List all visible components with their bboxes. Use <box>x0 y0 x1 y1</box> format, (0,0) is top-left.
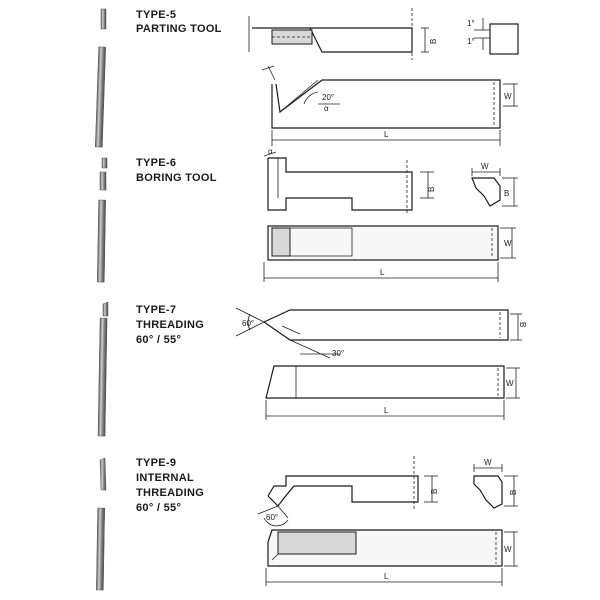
type9-end-dim-B: B <box>509 490 518 495</box>
type5-tab-angle-bottom: 1° <box>467 37 475 46</box>
type9-angle-60: 60° <box>266 513 278 522</box>
type9-dim-B: B <box>430 489 439 494</box>
type5-dim-B: B <box>429 39 438 44</box>
type7-dim-W: W <box>506 379 514 388</box>
type7-side-view: W L <box>265 365 520 420</box>
type6-angle-alpha: α <box>268 147 273 156</box>
type5-side-view: 20° α W L <box>261 65 518 146</box>
type5-dim-L: L <box>384 130 389 139</box>
type7-dim-L: L <box>384 406 389 415</box>
type9-photo <box>96 457 107 591</box>
type5-title-line1: TYPE-5 <box>136 9 176 21</box>
type6-photo <box>97 157 108 283</box>
type5-section: TYPE-5 PARTING TOOL B 1° 1° <box>94 8 519 148</box>
type7-title-line2: THREADING <box>136 319 204 331</box>
type9-title-line3: THREADING <box>136 487 204 499</box>
type5-photo <box>94 8 107 148</box>
type6-top-view: α B <box>263 147 436 214</box>
type9-side-view: W L <box>265 529 518 586</box>
type6-dim-L: L <box>380 268 385 277</box>
type9-top-view: 60° B <box>257 456 439 527</box>
type7-dim-B: B <box>518 322 527 327</box>
type9-title-line1: TYPE-9 <box>136 457 176 469</box>
type6-end-view: W B <box>471 162 518 207</box>
type7-angle-30: 30° <box>332 349 344 358</box>
type5-title-line2: PARTING TOOL <box>136 23 222 35</box>
type5-end-view: 1° 1° <box>467 18 519 55</box>
type5-angle-alpha: α <box>324 104 329 113</box>
type5-dim-W: W <box>504 92 512 101</box>
type5-top-view: B <box>248 8 438 60</box>
type9-title-line2: INTERNAL <box>136 472 194 484</box>
type7-section: TYPE-7 THREADING 60° / 55° 60° 30° B <box>97 301 527 437</box>
type6-end-dim-B: B <box>504 189 509 198</box>
type9-dim-W: W <box>504 545 512 554</box>
type6-end-dim-W: W <box>481 162 489 171</box>
type5-angle-20: 20° <box>322 93 334 102</box>
type6-section: TYPE-6 BORING TOOL α B W B <box>97 147 518 283</box>
type5-tab-angle-top: 1° <box>467 19 475 28</box>
type9-end-view: W B <box>473 458 518 509</box>
type6-title-line2: BORING TOOL <box>136 172 217 184</box>
type9-dim-L: L <box>384 572 389 581</box>
type7-photo <box>97 301 109 437</box>
type6-title-line1: TYPE-6 <box>136 157 176 169</box>
type7-top-view: 60° 30° B <box>235 307 527 359</box>
type6-dim-W: W <box>504 239 512 248</box>
type9-title-line4: 60° / 55° <box>136 502 181 514</box>
type6-dim-B: B <box>427 187 436 192</box>
type7-title-line1: TYPE-7 <box>136 304 176 316</box>
type7-title-line3: 60° / 55° <box>136 334 181 346</box>
type9-section: TYPE-9 INTERNAL THREADING 60° / 55° 60° … <box>96 456 518 591</box>
type9-end-dim-W: W <box>484 458 492 467</box>
type7-angle-60: 60° <box>242 319 254 328</box>
type6-side-view: W L <box>263 225 516 282</box>
